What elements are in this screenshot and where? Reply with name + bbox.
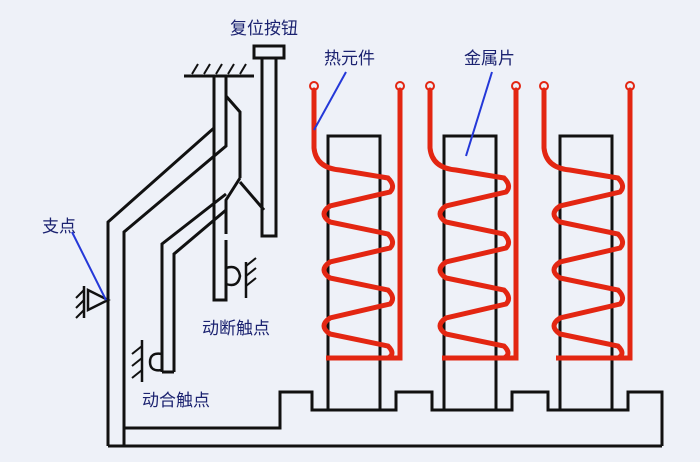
top-mount xyxy=(184,63,254,78)
fulcrum-symbol xyxy=(75,286,111,319)
reset-button-label: 复位按钮 xyxy=(230,19,298,39)
reset-button[interactable] xyxy=(252,44,286,238)
fulcrum-leader xyxy=(71,231,107,301)
metal-strip-leader xyxy=(465,71,493,157)
heating-coil-3 xyxy=(539,81,635,361)
heating-element-leader xyxy=(313,71,347,131)
heating-coil-1 xyxy=(309,81,405,361)
nc-contact-label: 动断触点 xyxy=(202,319,270,339)
nc-contact-symbol xyxy=(225,257,257,298)
heating-element-label: 热元件 xyxy=(324,49,375,69)
metal-strip-label: 金属片 xyxy=(464,49,515,69)
fulcrum-label: 支点 xyxy=(42,217,76,237)
bimetal-strips xyxy=(326,134,614,412)
inner-arms xyxy=(160,76,266,374)
heating-coil-2 xyxy=(425,81,521,361)
base-plate xyxy=(108,390,664,448)
no-contact-label: 动合触点 xyxy=(142,391,210,411)
no-contact-symbol xyxy=(131,340,163,382)
